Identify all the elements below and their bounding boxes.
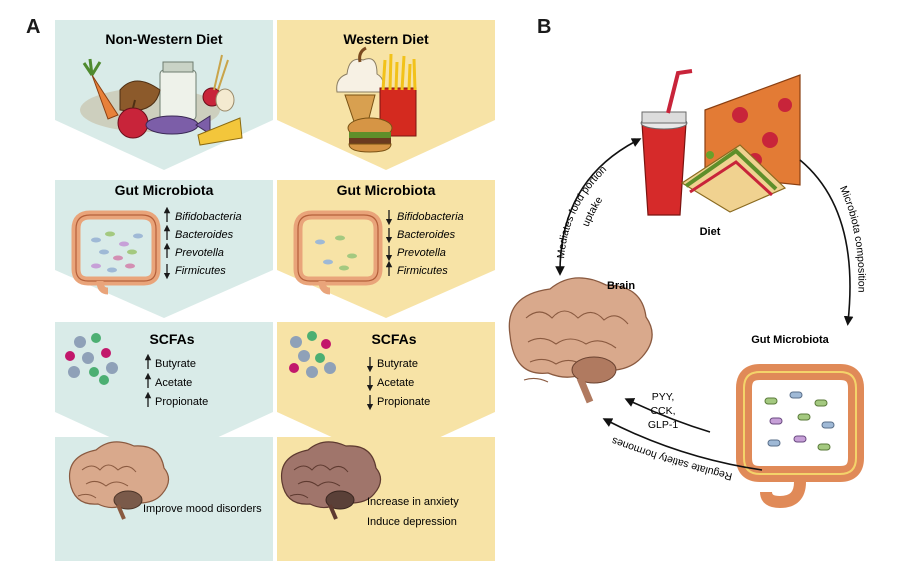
nw-prevotella: Prevotella — [175, 247, 224, 259]
diet-gut-arrow — [799, 159, 854, 326]
nw-firmicutes: Firmicutes — [175, 265, 226, 277]
diet-label: Diet — [700, 226, 721, 238]
w-butyrate: Butyrate — [377, 358, 418, 370]
w-outcome-line-2: Induce depression — [367, 516, 457, 528]
right-arc-label: Microbiota composition — [837, 184, 868, 293]
w-bacteroides: Bacteroides — [397, 229, 456, 241]
nw-acetate: Acetate — [155, 377, 192, 389]
brain-icon — [280, 441, 382, 520]
w-prevotella: Prevotella — [397, 247, 446, 259]
western-microbiota-title: Gut Microbiota — [337, 182, 436, 198]
junk-food-illustration — [640, 69, 801, 216]
nw-bacteroides: Bacteroides — [175, 229, 234, 241]
panel-b: Diet Brain Gut Microbiota Mediates food … — [508, 69, 868, 509]
hormone-pyy: PYY, — [652, 391, 675, 403]
gut-microbiota-label: Gut Microbiota — [751, 334, 829, 346]
nw-bifidobacteria: Bifidobacteria — [175, 211, 242, 223]
panel-b-letter: B — [537, 16, 552, 38]
intestine-icon — [293, 210, 383, 295]
hormone-glp1: GLP-1 — [648, 419, 679, 431]
microbiota-arrows — [163, 206, 393, 280]
non-western-diet-title: Non-Western Diet — [105, 31, 223, 47]
bottom-arc-label: Regulate satiety hormones — [610, 434, 733, 482]
nw-propionate: Propionate — [155, 396, 208, 408]
brain-icon — [508, 277, 653, 404]
nw-outcome-line-1: Improve mood disorders — [143, 503, 262, 515]
w-outcome-line-1: Increase in anxiety — [367, 496, 459, 508]
scfa-molecules-icon — [289, 331, 336, 378]
non-western-scfa-title: SCFAs — [149, 331, 194, 347]
left-arc-label-1: Mediates food portion — [555, 163, 609, 259]
western-scfa-block — [277, 322, 495, 462]
panel-a-letter: A — [26, 16, 41, 38]
non-western-scfa-block — [55, 322, 273, 462]
brain-diet-arrow — [555, 138, 642, 276]
intestine-icon — [71, 210, 161, 295]
cycle-arrows — [555, 138, 854, 471]
panel-a: Non-Western Diet Western Diet Gut Microb… — [55, 20, 495, 561]
scfa-arrows — [144, 353, 374, 411]
gut-brain-arrow — [602, 418, 763, 471]
w-acetate: Acetate — [377, 377, 414, 389]
non-western-microbiota-title: Gut Microbiota — [115, 182, 214, 198]
intestine-icon — [736, 364, 864, 509]
w-propionate: Propionate — [377, 396, 430, 408]
western-diet-title: Western Diet — [343, 31, 429, 47]
nw-butyrate: Butyrate — [155, 358, 196, 370]
fast-food-illustration — [336, 46, 417, 153]
western-scfa-title: SCFAs — [371, 331, 416, 347]
w-firmicutes: Firmicutes — [397, 265, 448, 277]
hormone-arrow — [624, 398, 711, 433]
w-bifidobacteria: Bifidobacteria — [397, 211, 464, 223]
brain-label: Brain — [607, 280, 635, 292]
western-microbiota-block — [277, 180, 495, 318]
non-western-microbiota-block — [55, 180, 273, 318]
brain-icon — [68, 441, 170, 520]
healthy-food-illustration — [80, 54, 243, 146]
scfa-molecules-icon — [65, 333, 118, 385]
hormone-cck: CCK, — [650, 405, 675, 417]
